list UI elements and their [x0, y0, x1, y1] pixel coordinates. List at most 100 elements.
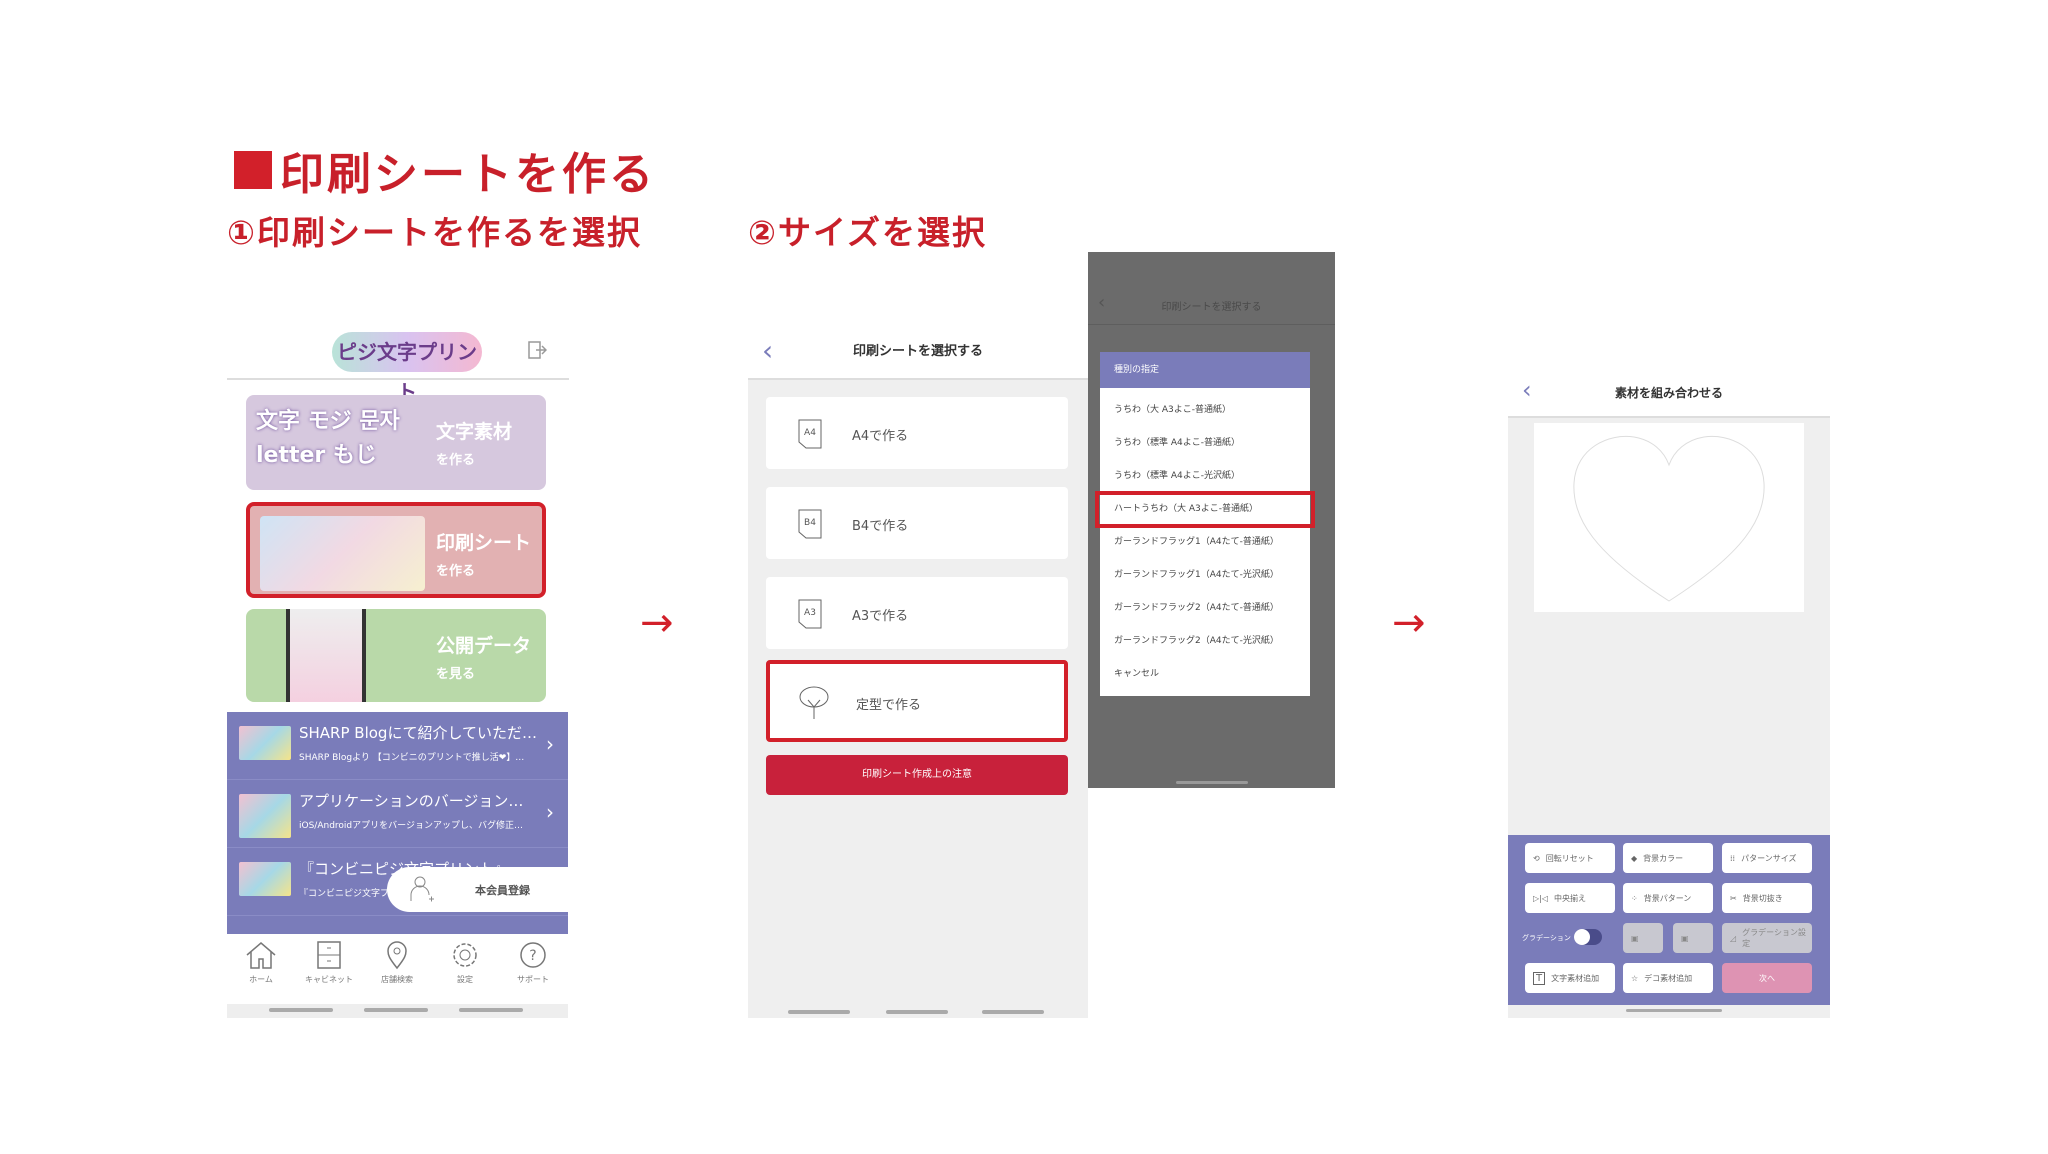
- news-thumbnail: [239, 726, 291, 760]
- scissors-icon: ✂: [1730, 893, 1737, 903]
- tab-settings[interactable]: 設定: [431, 940, 499, 985]
- news-title: アプリケーションのバージョン…: [299, 792, 524, 810]
- dialog-item[interactable]: うちわ（標準 A4よこ-普通紙）: [1114, 438, 1240, 448]
- location-pin-icon: [387, 941, 407, 970]
- gradient-label: グラデーション: [1522, 934, 1571, 942]
- back-button[interactable]: ‹: [762, 334, 774, 367]
- tool-label: 背景切抜き: [1742, 893, 1783, 903]
- dialog-item[interactable]: うちわ（大 A3よこ-普通紙）: [1114, 405, 1231, 415]
- page-heading: 印刷シートを作る: [234, 138, 656, 202]
- pattern-size-button[interactable]: ⁞⁞パターンサイズ: [1722, 843, 1812, 873]
- card-public-data[interactable]: 公開データ を見る: [246, 609, 546, 702]
- dialog-cancel[interactable]: キャンセル: [1114, 669, 1160, 679]
- option-label: A3で作る: [852, 609, 909, 624]
- heading-text: 印刷シートを作る: [280, 149, 656, 200]
- divider: [1088, 324, 1335, 325]
- home-indicator-area: [227, 1004, 568, 1018]
- back-button[interactable]: ‹: [1522, 376, 1532, 404]
- svg-text:A4: A4: [804, 428, 816, 438]
- sheet-select-screen: ‹ 印刷シートを選択する A4 A4で作る B4 B4で作る A3 A3で作る 定型で…: [748, 322, 1088, 1018]
- news-sub: iOS/Androidアプリをバージョンアップし、バグ修正…: [299, 821, 523, 831]
- paper-a3-icon: A3: [798, 599, 822, 629]
- option-template[interactable]: 定型で作る: [766, 660, 1068, 742]
- indicator-bar: [982, 1010, 1044, 1014]
- gradient-right-button[interactable]: ▣: [1673, 923, 1713, 953]
- paper-a4-icon: A4: [798, 419, 822, 449]
- tool-label: 中央揃え: [1554, 893, 1586, 903]
- option-a3[interactable]: A3 A3で作る: [766, 577, 1068, 649]
- type-select-dialog-screen: ‹ 印刷シートを選択する 種別の指定 うちわ（大 A3よこ-普通紙）うちわ（標準…: [1088, 252, 1335, 788]
- indicator-bar: [886, 1010, 948, 1014]
- card-sub: を作る: [436, 453, 476, 468]
- dialog-item[interactable]: うちわ（標準 A4よこ-光沢紙）: [1114, 471, 1240, 481]
- back-button[interactable]: ‹: [1098, 292, 1106, 313]
- screen-header: ‹ 素材を組み合わせる: [1508, 368, 1830, 418]
- news-list: SHARP Blogにて紹介していただ…SHARP Blogより 【コンビニのプ…: [227, 712, 569, 934]
- dialog-item[interactable]: ガーランドフラッグ2（A4たて-普通紙）: [1114, 603, 1279, 613]
- tool-label: 回転リセット: [1545, 853, 1594, 863]
- type-dialog: 種別の指定 うちわ（大 A3よこ-普通紙） うちわ（標準 A4よこ-普通紙） うちわ…: [1095, 352, 1315, 696]
- bottom-tab-bar: ホーム キャビネット 店舗検索 設定 ? サポート: [227, 934, 568, 1004]
- news-item[interactable]: 『コンビニピジ文字プリント』…『コンビニピジ文字プ…: [227, 848, 568, 916]
- next-button[interactable]: 次へ: [1722, 963, 1812, 993]
- canvas[interactable]: [1534, 423, 1804, 612]
- dialog-item[interactable]: ガーランドフラッグ1（A4たて-普通紙）: [1114, 537, 1279, 547]
- red-square-icon: [234, 151, 272, 189]
- cabinet-icon: [317, 941, 341, 969]
- news-item[interactable]: SHARP Blogにて紹介していただ…SHARP Blogより 【コンビニのプ…: [227, 712, 568, 780]
- news-thumbnail: [239, 862, 291, 896]
- option-b4[interactable]: B4 B4で作る: [766, 487, 1068, 559]
- card-sub: を見る: [436, 667, 476, 682]
- add-deco-button[interactable]: ☆デコ素材追加: [1623, 963, 1713, 993]
- fan-uchiwa-icon: [799, 686, 829, 719]
- paper-b4-icon: B4: [798, 509, 822, 539]
- tab-store-search[interactable]: 店舗検索: [363, 940, 431, 985]
- tab-support[interactable]: ? サポート: [499, 940, 567, 985]
- screen-title: 素材を組み合わせる: [1614, 386, 1723, 400]
- indicator-bar: [364, 1008, 428, 1012]
- gradient-toggle[interactable]: [1574, 929, 1602, 945]
- app-header: ピジ文字プリント: [227, 322, 569, 404]
- indicator-bar: [1626, 1009, 1722, 1012]
- tool-label: デコ素材追加: [1644, 973, 1693, 983]
- tab-label: サポート: [517, 975, 549, 984]
- option-a4[interactable]: A4 A4で作る: [766, 397, 1068, 469]
- card-photo: [286, 609, 366, 702]
- home-icon: [246, 942, 276, 969]
- gradient-setting-button[interactable]: ◿グラデーション設定: [1722, 923, 1812, 953]
- bg-pattern-button[interactable]: ⁘ 背景パターン: [1623, 883, 1713, 913]
- notice-button[interactable]: 印刷シート作成上の注意: [766, 755, 1068, 795]
- logout-icon[interactable]: [527, 340, 547, 360]
- center-align-button[interactable]: ▷|◁中央揃え: [1525, 883, 1615, 913]
- gradient-left-button[interactable]: ▣: [1623, 923, 1663, 953]
- dialog-header: 種別の指定: [1100, 352, 1310, 388]
- dialog-item[interactable]: ガーランドフラッグ2（A4たて-光沢紙）: [1114, 636, 1279, 646]
- svg-text:A3: A3: [804, 608, 816, 618]
- rotate-reset-button[interactable]: ⟲回転リセット: [1525, 843, 1615, 873]
- pattern-icon: ⁘: [1631, 893, 1638, 903]
- bg-color-button[interactable]: ◆背景カラー: [1623, 843, 1713, 873]
- tool-label: 背景パターン: [1643, 893, 1692, 903]
- card-text-material[interactable]: 文字 モジ 문자 letter もじ 文字素材 を作る: [246, 395, 546, 490]
- svg-text:B4: B4: [804, 518, 816, 528]
- option-label: B4で作る: [852, 519, 909, 534]
- news-item[interactable]: アプリケーションのバージョン… iOS/Androidアプリをバージョンアップし、…: [227, 780, 568, 848]
- member-register-button[interactable]: 本会員登録: [387, 867, 569, 912]
- card-print-sheet[interactable]: 印刷シート を作る: [246, 502, 546, 598]
- screen-header: ‹ 印刷シートを選択する: [748, 322, 1088, 380]
- dialog-item[interactable]: ハートうちわ（大 A3よこ-普通紙）: [1095, 491, 1315, 528]
- svg-text:?: ?: [529, 948, 536, 964]
- bg-cutout-button[interactable]: ✂ 背景切抜き: [1722, 883, 1812, 913]
- card-title: 公開データ: [436, 635, 532, 657]
- paint-bucket-icon: ◆: [1631, 853, 1638, 863]
- news-title: SHARP Blogにて紹介していただ…: [299, 724, 538, 742]
- dialog-item[interactable]: ガーランドフラッグ1（A4たて-光沢紙）: [1114, 570, 1279, 580]
- tab-cabinet[interactable]: キャビネット: [295, 940, 363, 985]
- tab-home[interactable]: ホーム: [227, 940, 295, 985]
- card-title: 印刷シート: [436, 532, 532, 554]
- screen-title: 印刷シートを選択する: [852, 344, 983, 359]
- card-photo: [260, 516, 425, 591]
- tool-panel: ⟲回転リセット ◆背景カラー ⁞⁞パターンサイズ ▷|◁中央揃え ⁘ 背景パターン…: [1508, 835, 1830, 1005]
- option-label: A4で作る: [852, 429, 909, 444]
